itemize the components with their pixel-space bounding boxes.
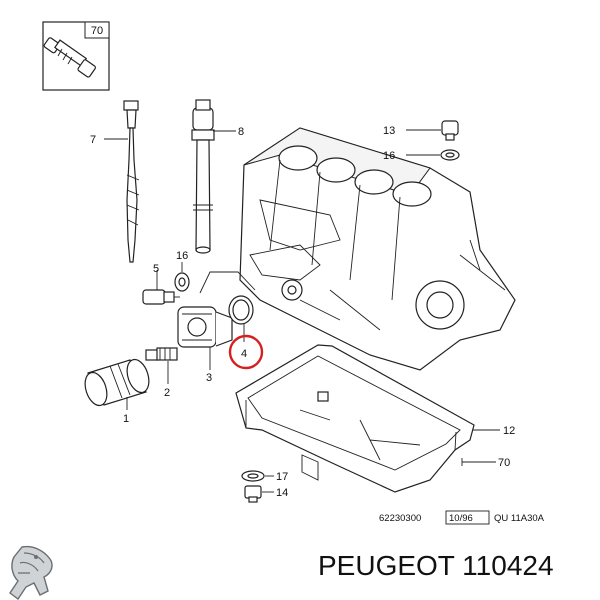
peugeot-lion-icon <box>9 545 53 600</box>
callout-5: 5 <box>153 263 159 275</box>
callout-1: 1 <box>123 413 129 425</box>
callout-70-bottom: 70 <box>498 457 510 469</box>
part-14-drain-plug <box>244 485 262 503</box>
part-8-guide-tube <box>191 99 215 254</box>
part-13-plug <box>441 120 459 141</box>
part-12-oil-sump <box>235 344 475 493</box>
highlight-circle <box>228 334 264 370</box>
part-70-bolt-box: 70 <box>42 21 110 91</box>
callout-8: 8 <box>238 126 244 138</box>
callout-12: 12 <box>503 425 515 437</box>
part-2-hollow-bolt <box>145 347 178 361</box>
part-17-washer <box>241 470 265 482</box>
part-7-dipstick <box>123 100 140 263</box>
part-1-oil-filter <box>84 358 150 407</box>
callout-14: 14 <box>276 487 288 499</box>
date-box: 10/96 <box>449 513 473 524</box>
part-16-washer-left <box>174 272 190 292</box>
bolt-icon <box>43 37 96 78</box>
part-4-seal-ring <box>228 295 254 325</box>
part-3-oil-cooler <box>177 306 233 348</box>
part-5-oil-pressure-switch <box>142 289 180 305</box>
callout-3: 3 <box>206 372 212 384</box>
callout-70-top: 70 <box>91 25 103 37</box>
callout-16-right: 16 <box>383 150 395 162</box>
diagram-code: QU 11A30A <box>494 513 545 524</box>
part-caption: PEUGEOT 110424 <box>318 550 554 581</box>
engine-block <box>239 127 516 371</box>
callout-7: 7 <box>90 134 96 146</box>
callout-2: 2 <box>164 387 170 399</box>
callout-13: 13 <box>383 125 395 137</box>
callout-16-left: 16 <box>176 250 188 262</box>
callout-17: 17 <box>276 471 288 483</box>
callout-4: 4 <box>241 348 247 360</box>
reference-number: 62230300 <box>379 513 421 524</box>
part-16-washer-right <box>440 149 460 161</box>
